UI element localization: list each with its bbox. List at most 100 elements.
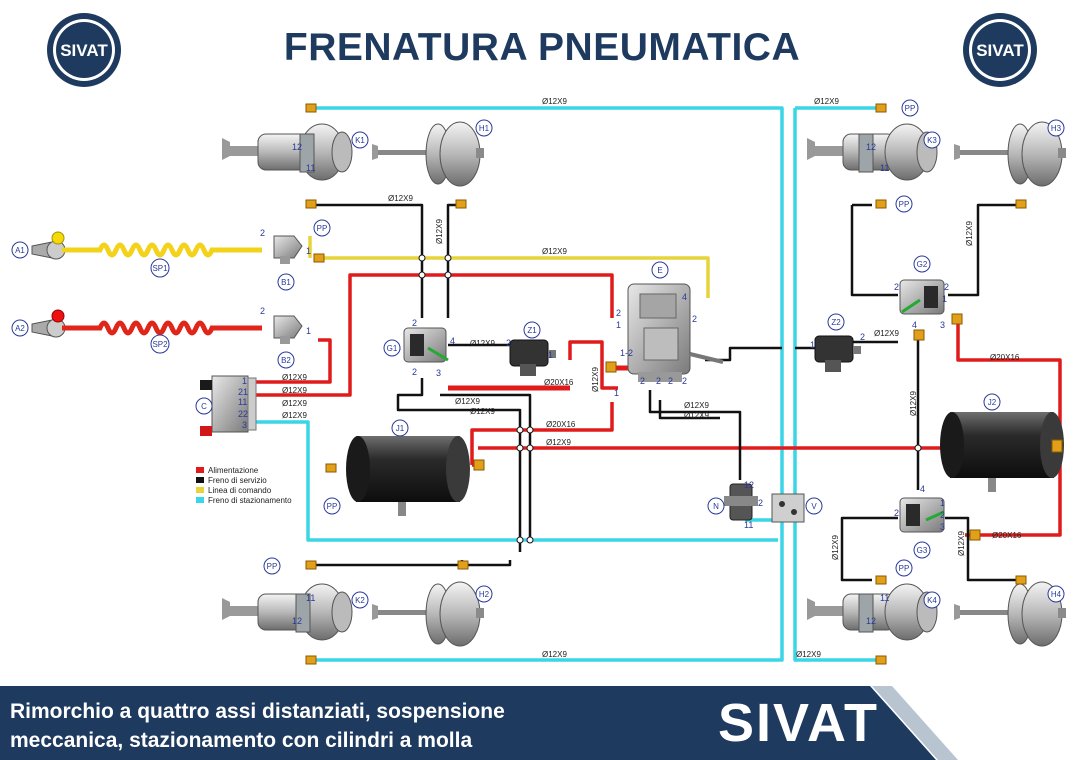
svg-text:SIVAT: SIVAT [60, 41, 108, 60]
svg-text:12: 12 [866, 142, 876, 152]
label-PP-4: PP [901, 99, 919, 117]
svg-text:PP: PP [327, 502, 338, 511]
coupling-head-red [31, 309, 66, 338]
svg-text:B1: B1 [281, 278, 291, 287]
legend-item-command: Linea di comando [196, 485, 292, 495]
component-labels: A1 A2 SP1 SP2 B1 B2 C E G1 G2 G3 Z1 Z2 J… [11, 99, 1065, 609]
valve-N [724, 483, 758, 521]
svg-text:Ø12X9: Ø12X9 [388, 194, 413, 203]
svg-text:PP: PP [267, 562, 278, 571]
svg-text:12: 12 [292, 142, 302, 152]
svg-text:PP: PP [905, 104, 916, 113]
footer-accent [872, 686, 958, 760]
pipe-crossings [418, 254, 922, 544]
label-C: C [195, 397, 213, 415]
svg-text:Ø12X9: Ø12X9 [909, 391, 918, 416]
svg-text:1: 1 [614, 388, 619, 398]
service-lines [312, 203, 1020, 582]
svg-text:1: 1 [548, 350, 553, 360]
svg-text:G2: G2 [917, 260, 928, 269]
svg-text:B2: B2 [281, 356, 291, 365]
label-H4: H4 [1047, 585, 1065, 603]
parking-lines [253, 106, 880, 662]
svg-text:Ø12X9: Ø12X9 [542, 650, 567, 659]
valve-V [771, 493, 805, 523]
svg-text:3: 3 [940, 320, 945, 330]
cylinder-K2 [222, 583, 353, 641]
svg-text:2: 2 [412, 367, 417, 377]
svg-text:Ø12X9: Ø12X9 [542, 247, 567, 256]
label-V: V [805, 497, 823, 515]
svg-text:2: 2 [668, 376, 673, 386]
footer-caption-line1: Rimorchio a quattro assi distanziati, so… [10, 700, 505, 723]
svg-text:2: 2 [894, 282, 899, 292]
svg-text:Ø12X9: Ø12X9 [282, 373, 307, 382]
svg-text:2: 2 [860, 332, 865, 342]
svg-text:21: 21 [238, 387, 248, 397]
svg-text:Ø12X9: Ø12X9 [874, 329, 899, 338]
label-PP-3: PP [263, 557, 281, 575]
svg-text:Ø20X16: Ø20X16 [990, 353, 1020, 362]
svg-text:Ø12X9: Ø12X9 [965, 221, 974, 246]
label-K4: K4 [923, 591, 941, 609]
label-Z2: Z2 [827, 313, 845, 331]
svg-text:4: 4 [920, 484, 925, 494]
svg-text:2: 2 [894, 508, 899, 518]
cylinder-H1 [372, 121, 484, 187]
svg-text:Ø12X9: Ø12X9 [435, 219, 444, 244]
svg-text:H3: H3 [1051, 124, 1062, 133]
svg-text:3: 3 [940, 522, 945, 532]
svg-text:1: 1 [810, 340, 815, 350]
svg-text:11: 11 [744, 520, 753, 530]
valve-Z2 [814, 335, 861, 372]
cylinder-H2 [372, 581, 484, 647]
svg-text:Ø12X9: Ø12X9 [831, 535, 840, 560]
svg-text:PP: PP [317, 224, 328, 233]
hose-coil-red [62, 320, 262, 336]
label-A1: A1 [11, 241, 29, 259]
svg-text:H2: H2 [479, 590, 490, 599]
footer-caption-line2: meccanica, stazionamento con cilindri a … [10, 729, 473, 752]
svg-text:Ø12X9: Ø12X9 [470, 339, 495, 348]
footer-brand-logo: SIVAT [718, 693, 880, 753]
svg-text:4: 4 [912, 320, 917, 330]
svg-text:2: 2 [260, 228, 265, 238]
svg-text:2: 2 [260, 306, 265, 316]
tank-J1 [346, 436, 470, 516]
svg-text:J2: J2 [988, 398, 997, 407]
valve-C [200, 375, 257, 436]
svg-text:E: E [657, 266, 662, 275]
svg-text:K2: K2 [355, 596, 365, 605]
svg-text:Ø12X9: Ø12X9 [282, 411, 307, 420]
svg-text:3: 3 [242, 420, 247, 430]
svg-text:11: 11 [880, 163, 889, 173]
svg-text:Ø12X9: Ø12X9 [684, 411, 709, 420]
svg-text:2: 2 [682, 376, 687, 386]
svg-text:H4: H4 [1051, 590, 1062, 599]
label-SP1: SP1 [150, 258, 170, 278]
svg-text:H1: H1 [479, 124, 490, 133]
svg-text:1: 1 [242, 376, 247, 386]
svg-text:Ø12X9: Ø12X9 [542, 97, 567, 106]
svg-text:Ø12X9: Ø12X9 [957, 531, 966, 556]
svg-text:2: 2 [692, 314, 697, 324]
label-K2: K2 [351, 591, 369, 609]
svg-text:2: 2 [944, 282, 949, 292]
svg-text:Ø12X9: Ø12X9 [282, 386, 307, 395]
header-bar [0, 0, 1084, 98]
sivat-logo-left: SIVAT [47, 13, 121, 87]
svg-text:4: 4 [682, 292, 687, 302]
svg-text:SP1: SP1 [152, 264, 168, 273]
svg-text:3: 3 [436, 368, 441, 378]
label-J1: J1 [391, 419, 409, 437]
cylinder-K3 [807, 123, 938, 181]
svg-text:1: 1 [306, 246, 311, 256]
svg-text:2: 2 [640, 376, 645, 386]
svg-text:1-2: 1-2 [620, 348, 633, 358]
svg-text:Ø20X16: Ø20X16 [544, 378, 574, 387]
coupling-head-yellow [31, 231, 66, 260]
svg-text:Ø20X16: Ø20X16 [992, 531, 1022, 540]
label-N: N [707, 497, 725, 515]
tank-J2 [940, 412, 1064, 492]
